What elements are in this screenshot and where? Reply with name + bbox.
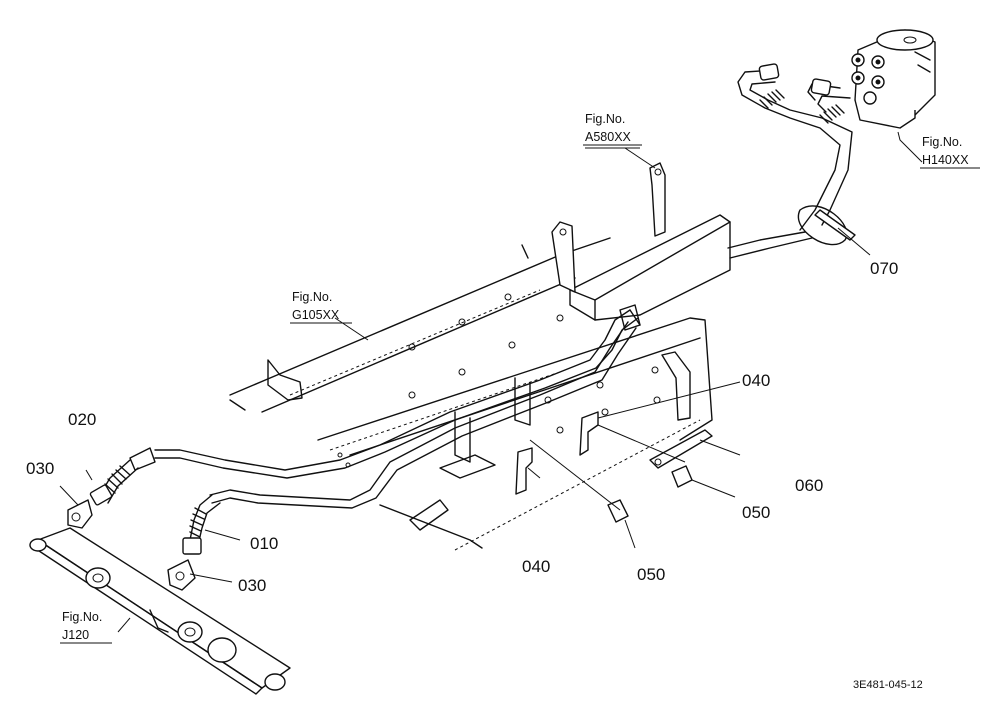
fig-a580-line2: A580XX bbox=[585, 130, 632, 144]
clamps-040 bbox=[515, 411, 599, 495]
callout-050-left: 050 bbox=[637, 565, 665, 584]
fig-a580-line1: Fig.No. bbox=[585, 112, 625, 126]
hose-020 bbox=[89, 447, 156, 506]
callout-labels: 010 020 030 030 040 040 050 050 060 070 bbox=[26, 259, 898, 595]
callout-010: 010 bbox=[250, 534, 278, 553]
frame-structure bbox=[229, 237, 713, 551]
drawing-code: 3E481-045-12 bbox=[853, 679, 923, 691]
plate-060 bbox=[649, 429, 713, 469]
callout-030-upper: 030 bbox=[26, 459, 54, 478]
callout-070: 070 bbox=[870, 259, 898, 278]
fig-g105-line2: G105XX bbox=[292, 308, 340, 322]
callout-040-upper: 040 bbox=[742, 371, 770, 390]
fig-g105-line1: Fig.No. bbox=[292, 290, 332, 304]
steering-cylinder bbox=[29, 527, 291, 695]
fig-h140-line1: Fig.No. bbox=[922, 135, 962, 149]
callout-020: 020 bbox=[68, 410, 96, 429]
hose-070 bbox=[727, 63, 856, 259]
callout-040-lower: 040 bbox=[522, 557, 550, 576]
figure-references: Fig.No. A580XX Fig.No. H140XX Fig.No. G1… bbox=[60, 112, 980, 644]
elbow-fittings-030 bbox=[67, 499, 196, 591]
leader-lines bbox=[59, 131, 923, 633]
crossmember-bracket bbox=[551, 162, 731, 331]
hydraulic-pipes bbox=[154, 309, 641, 509]
hose-010 bbox=[182, 494, 221, 555]
fig-h140-line2: H140XX bbox=[922, 153, 969, 167]
fig-j120-line2: J120 bbox=[62, 628, 89, 642]
power-steering-unit bbox=[851, 29, 936, 129]
fig-j120-line1: Fig.No. bbox=[62, 610, 102, 624]
callout-050-right: 050 bbox=[742, 503, 770, 522]
nipples-050 bbox=[607, 465, 693, 523]
callout-060: 060 bbox=[795, 476, 823, 495]
callout-030-lower: 030 bbox=[238, 576, 266, 595]
